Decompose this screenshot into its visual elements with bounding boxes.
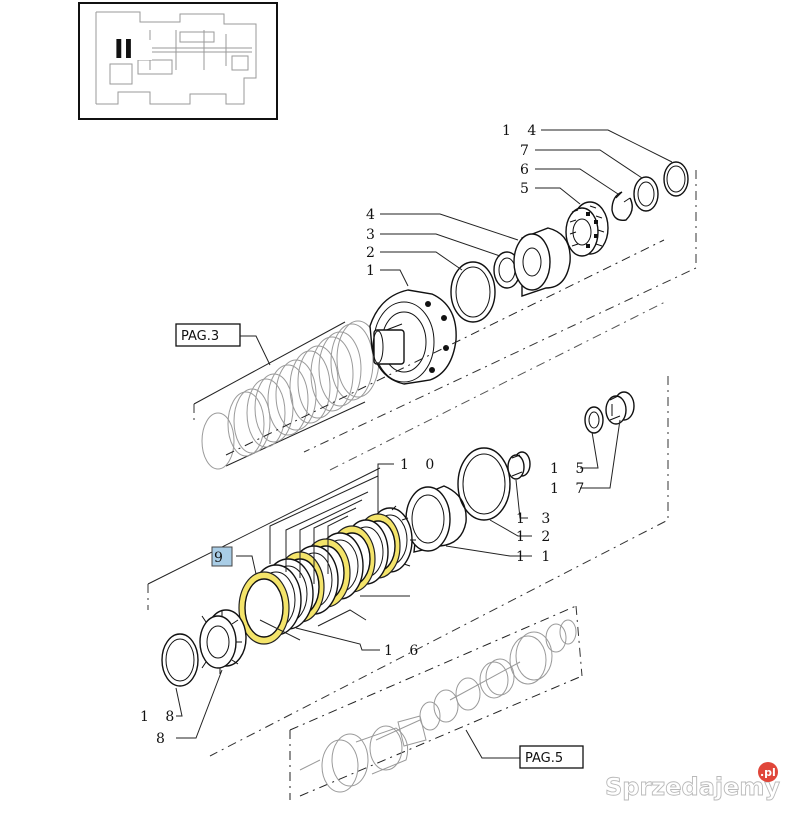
- page-ref-next[interactable]: PAG.5: [465, 729, 584, 769]
- middle-leader-lines: [175, 419, 621, 739]
- part-6-split-ring[interactable]: [611, 191, 633, 221]
- callout-5: 5: [520, 181, 535, 197]
- callout-7: 7: [520, 143, 535, 159]
- callout-18: 1 8: [140, 709, 180, 725]
- watermark-text: Sprzedajemy: [605, 773, 780, 801]
- part-17-bearing[interactable]: [605, 391, 635, 425]
- callout-9-highlight[interactable]: 9: [211, 546, 233, 567]
- callout-17: 1 7: [550, 481, 590, 497]
- lower-assembly-outline: [289, 605, 583, 800]
- part-1-clutch-drum[interactable]: [369, 289, 457, 385]
- callout-16: 1 6: [384, 643, 424, 659]
- middle-assembly-outline: [147, 239, 669, 757]
- part-4-piston[interactable]: [513, 227, 571, 297]
- part-5-gear-hub[interactable]: [565, 201, 609, 257]
- part-7-ring[interactable]: [633, 176, 659, 212]
- callout-14: 1 4: [502, 123, 542, 139]
- watermark: Sprzedajemy .pl: [605, 762, 781, 801]
- watermark-suffix: .pl: [760, 766, 776, 779]
- clutch-disc-pack[interactable]: [238, 505, 416, 645]
- callout-2: 2: [366, 245, 381, 261]
- part-11-piston[interactable]: [405, 485, 467, 553]
- upper-leader-lines: [380, 129, 673, 287]
- part-8-gear[interactable]: [199, 609, 247, 674]
- part-13-bearing[interactable]: [507, 451, 531, 480]
- page-ref-previous[interactable]: PAG.3: [175, 323, 271, 366]
- callout-8: 8: [156, 731, 171, 747]
- callout-11: 1 1: [516, 549, 556, 565]
- callout-6: 6: [520, 162, 535, 178]
- locator-thumbnail[interactable]: II: [78, 2, 278, 120]
- part-2-snap-ring[interactable]: [450, 261, 496, 323]
- callout-12: 1 2: [516, 529, 556, 545]
- callout-15: 1 5: [550, 461, 590, 477]
- ghost-shaft-assembly-lower: [299, 619, 577, 793]
- page-ref-previous-label: PAG.3: [181, 329, 219, 344]
- section-roman-numeral: II: [114, 35, 133, 65]
- callout-1: 1: [366, 263, 381, 279]
- callout-labels: 1 4 7 6 5 4 3 2 1 1 0 1 5 1 7 1 3 1 2 1 …: [140, 123, 590, 747]
- callout-4: 4: [366, 207, 381, 223]
- callout-3: 3: [366, 227, 381, 243]
- part-18-snap-ring[interactable]: [161, 633, 199, 687]
- part-12-snap-ring[interactable]: [457, 447, 511, 521]
- callout-9-label: 9: [214, 550, 223, 566]
- callout-13: 1 3: [516, 511, 556, 527]
- page-ref-next-label: PAG.5: [525, 751, 563, 766]
- callout-10: 1 0: [400, 457, 440, 473]
- part-15-ring[interactable]: [584, 406, 604, 434]
- part-14-ring[interactable]: [663, 161, 689, 197]
